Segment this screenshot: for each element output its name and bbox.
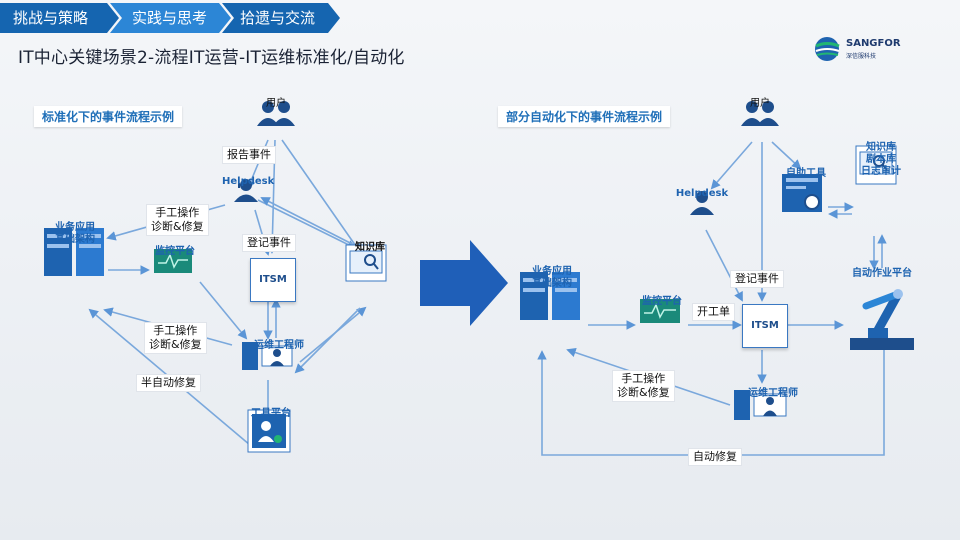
left-register-event-tag: 登记事件 [242,234,296,252]
right-kb-group-node: 知识库 剧本库 日志审计 [852,142,910,192]
knowledge-base-icon [345,244,387,282]
left-knowledge-node: 知识库 [344,242,396,288]
right-engineer-node: 运维工程师 [732,388,810,426]
right-self-service-label: 自助工具 [786,168,826,179]
self-service-tool-icon [782,174,822,212]
right-engineer-label: 运维工程师 [748,388,798,399]
left-knowledge-label: 知识库 [355,242,385,253]
sangfor-logo: SANGFOR 深信服科技 [813,35,923,65]
logo-name: SANGFOR [846,38,901,49]
nav-tab-challenge[interactable]: 挑战与策略 [13,9,89,27]
transition-arrow [420,240,508,326]
robot-arm-icon [846,282,920,356]
server-rack-icon [44,228,104,276]
left-monitor-label: 监控平台 [155,246,195,257]
engineer-workstation-icon [734,390,787,420]
left-report-event-tag: 报告事件 [222,146,276,164]
right-monitor-label: 监控平台 [642,296,682,307]
left-monitor-node: 监控平台 [150,246,200,280]
right-users-node: 用户 [738,98,782,132]
left-section-label: 标准化下的事件流程示例 [34,106,183,127]
page-title: IT中心关键场景2-流程IT运营-IT运维标准化/自动化 [18,48,405,68]
left-infra-node: 业务应用 基础架构 [40,222,110,282]
knowledge-base-icon [855,145,897,185]
left-tool-platform-label: 工具平台 [251,408,291,419]
helpdesk-agent-icon [690,191,714,215]
left-users-node: 用户 [254,98,298,132]
left-users-label: 用户 [266,98,286,109]
left-itsm-box: ITSM [250,258,296,302]
right-helpdesk-label: Helpdesk [675,188,729,199]
left-helpdesk-node: Helpdesk [222,176,275,207]
left-engineer-node: 运维工程师 [240,340,312,376]
nav-tab-exchange[interactable]: 拾遗与交流 [240,9,316,27]
monitor-screen-icon [154,249,192,273]
left-manual-op-tag-1: 手工操作 诊断&修复 [146,204,209,236]
right-register-event-tag: 登记事件 [730,270,784,288]
right-auto-repair-tag: 自动修复 [688,448,742,466]
nav-chevrons [0,3,340,33]
right-infra-label: 业务应用 基础架构 [532,266,572,289]
logo-subtitle: 深信服科技 [846,53,877,60]
left-manual-op-tag-2: 手工操作 诊断&修复 [144,322,207,354]
users-icon [257,101,295,126]
nav-tab-practice[interactable]: 实践与思考 [132,9,208,27]
left-helpdesk-label: Helpdesk [222,176,275,187]
users-icon [741,101,779,126]
left-infra-label: 业务应用 基础架构 [55,222,95,245]
top-nav: 挑战与策略 实践与思考 拾遗与交流 [0,3,340,33]
right-monitor-node: 监控平台 [636,296,688,330]
right-manual-op-tag: 手工操作 诊断&修复 [612,370,675,402]
right-auto-platform-label: 自动作业平台 [852,268,912,279]
right-helpdesk-node: Helpdesk [674,188,730,220]
right-open-ticket-tag: 开工单 [692,303,735,321]
left-tool-platform-node: 工具平台 [246,408,296,458]
right-self-service-node: 自助工具 [780,168,832,218]
helpdesk-agent-icon [234,179,258,202]
logo-globe-icon [815,37,840,61]
right-infra-node: 业务应用 基础架构 [516,266,588,326]
server-rack-icon [520,272,580,320]
engineer-workstation-icon [242,342,293,370]
left-semi-auto-tag: 半自动修复 [136,374,201,392]
monitor-screen-icon [640,299,680,323]
right-kb-group-label: 知识库 剧本库 日志审计 [861,142,901,177]
right-section-label: 部分自动化下的事件流程示例 [498,106,671,127]
right-users-label: 用户 [750,98,770,109]
right-itsm-box: ITSM [742,304,788,348]
left-engineer-label: 运维工程师 [254,340,304,351]
tool-platform-icon [247,409,291,453]
